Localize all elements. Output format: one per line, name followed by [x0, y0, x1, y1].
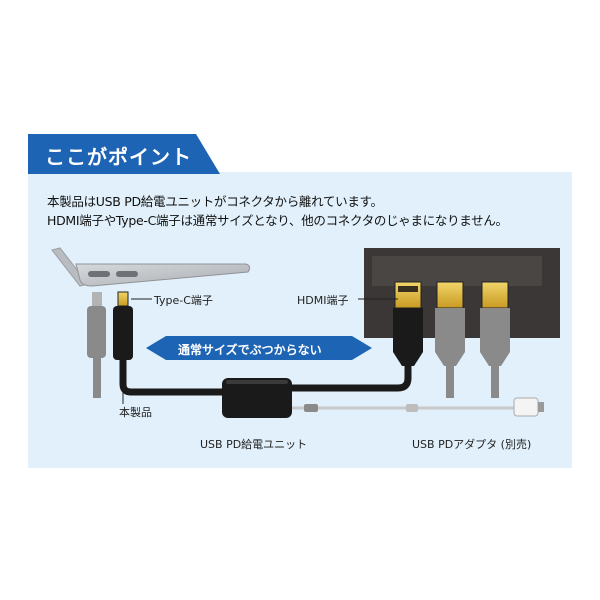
label-typec: Type-C端子 — [154, 294, 213, 307]
callout-arrow — [146, 336, 372, 360]
point-banner — [28, 134, 220, 174]
laptop — [51, 247, 251, 287]
usb-pd-unit — [222, 378, 292, 418]
gray-typec-cable — [87, 292, 106, 398]
hdmi-product-plug — [292, 281, 423, 392]
description-line-1: 本製品はUSB PD給電ユニットがコネクタから離れています。 — [47, 194, 383, 209]
laptop-port-2 — [116, 271, 138, 277]
callout-text: 通常サイズでぶつからない — [178, 343, 322, 357]
description-line-2: HDMI端子やType-C端子は通常サイズとなり、他のコネクタのじゃまになりませ… — [47, 213, 508, 228]
hdmi-gray-plug-1 — [435, 281, 465, 398]
hdmi-gray-plug-2 — [480, 281, 510, 398]
laptop-port-1 — [88, 271, 110, 277]
product-typec-plug — [113, 291, 222, 396]
label-pd-unit: USB PD給電ユニット — [200, 438, 308, 451]
adapter-cable — [292, 404, 524, 412]
label-hdmi: HDMI端子 — [297, 294, 349, 307]
banner-title: ここがポイント — [45, 145, 192, 169]
usb-pd-adapter — [513, 397, 544, 417]
label-product: 本製品 — [119, 406, 152, 419]
label-pd-adapter: USB PDアダプタ (別売) — [412, 438, 532, 451]
